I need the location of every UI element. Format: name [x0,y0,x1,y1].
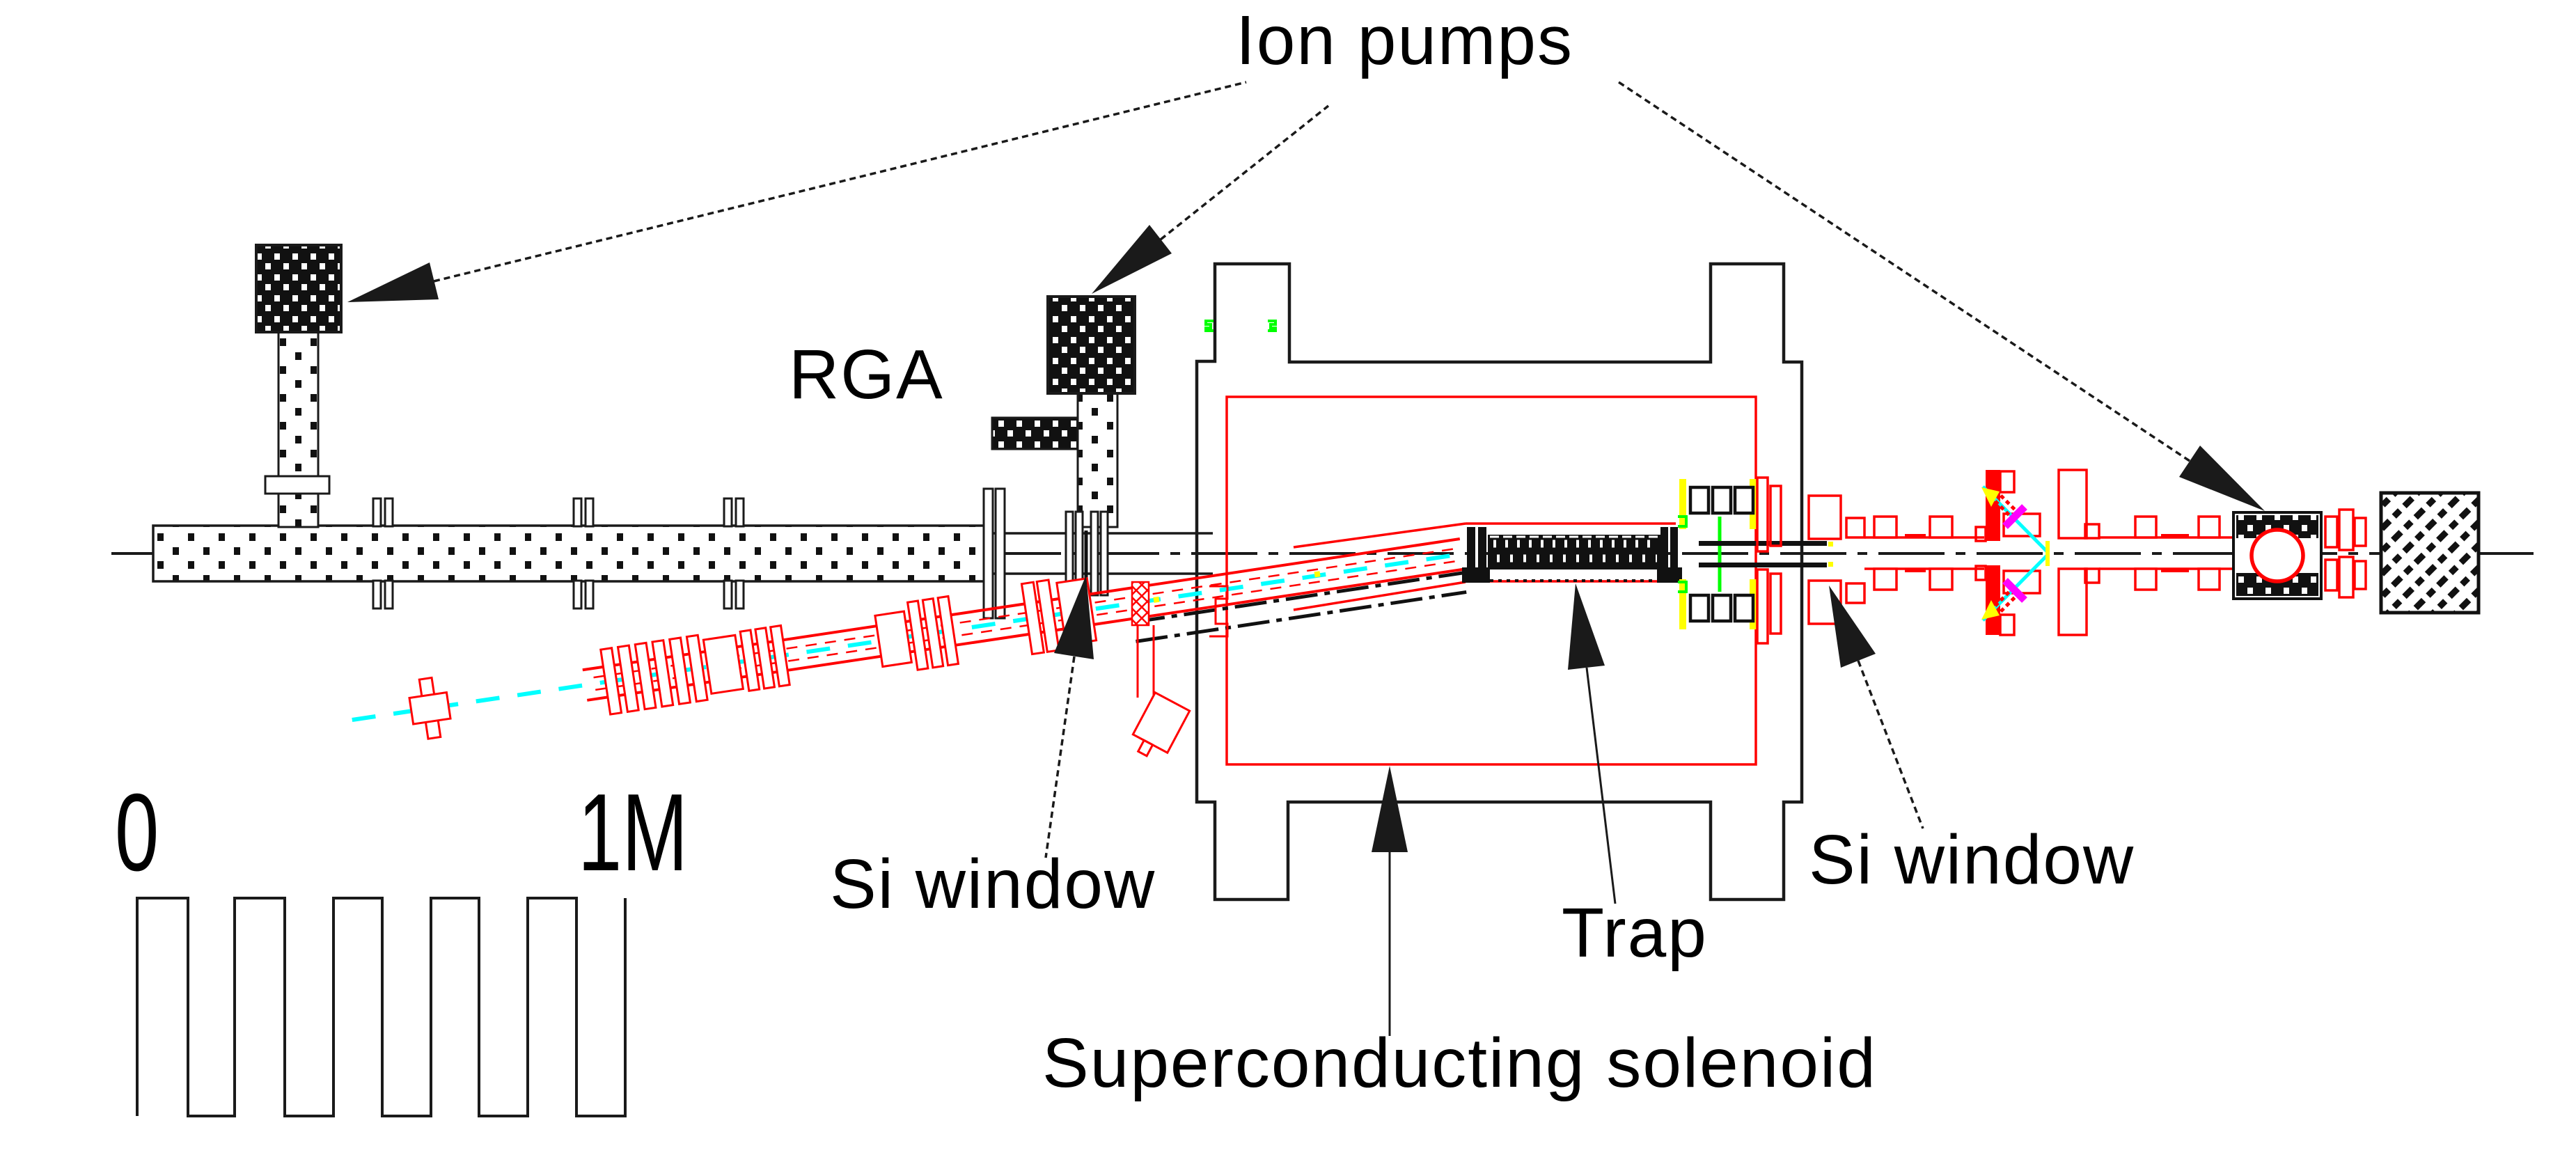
ion-pump-downstream [2232,511,2323,600]
label-si-window-upstream: Si window [830,845,1156,923]
tube-flange [723,497,745,610]
laser-mirror-box [1974,469,2100,636]
bore-exit-electrodes [1678,479,1757,629]
leader-arrows [347,81,2265,1036]
pump-port-circle [2249,528,2305,583]
laser-target-tick [2045,541,2050,566]
label-superconducting-solenoid: Superconducting solenoid [1042,1024,1877,1102]
upstream-beam-tube [152,497,989,610]
si-window-downstream [1699,541,1833,567]
label-trap: Trap [1562,894,1708,972]
ion-pump-upstream [255,244,343,528]
penning-trap [1293,522,1682,611]
mirror [2002,504,2027,529]
red-flange-cluster [874,595,960,671]
ion-pump-middle [1046,295,1136,528]
label-rga: RGA [789,336,944,414]
tube-flange [372,497,394,610]
scale-start-label: 0 [115,771,159,894]
laser-arrow [1981,600,2000,620]
exit-flange-stack [1756,476,1866,645]
green-port-marker [1204,320,1214,332]
green-port-marker [1268,320,1277,332]
laser-arrow [1981,487,2000,507]
scale-end-label: 1M [578,771,689,894]
beam-dump [2379,491,2481,615]
red-flange-cluster [599,634,745,716]
diagnostic-drop-tube [1131,581,1229,757]
label-si-window-downstream: Si window [1809,821,2135,899]
mirror [2002,578,2027,603]
red-flange-cluster [739,624,791,692]
diagonal-injection-beamline [352,537,1467,740]
downstream-red-beamline [1864,515,1984,591]
label-ion-pumps: Ion pumps [1236,1,1573,79]
superconducting-solenoid-cryostat [1195,262,1804,902]
scale-ruler [136,897,627,1117]
tube-flange [572,497,595,610]
downstream-red-beamline [2099,515,2233,591]
end-flange-stack [2324,508,2367,599]
rga-head [991,416,1079,450]
